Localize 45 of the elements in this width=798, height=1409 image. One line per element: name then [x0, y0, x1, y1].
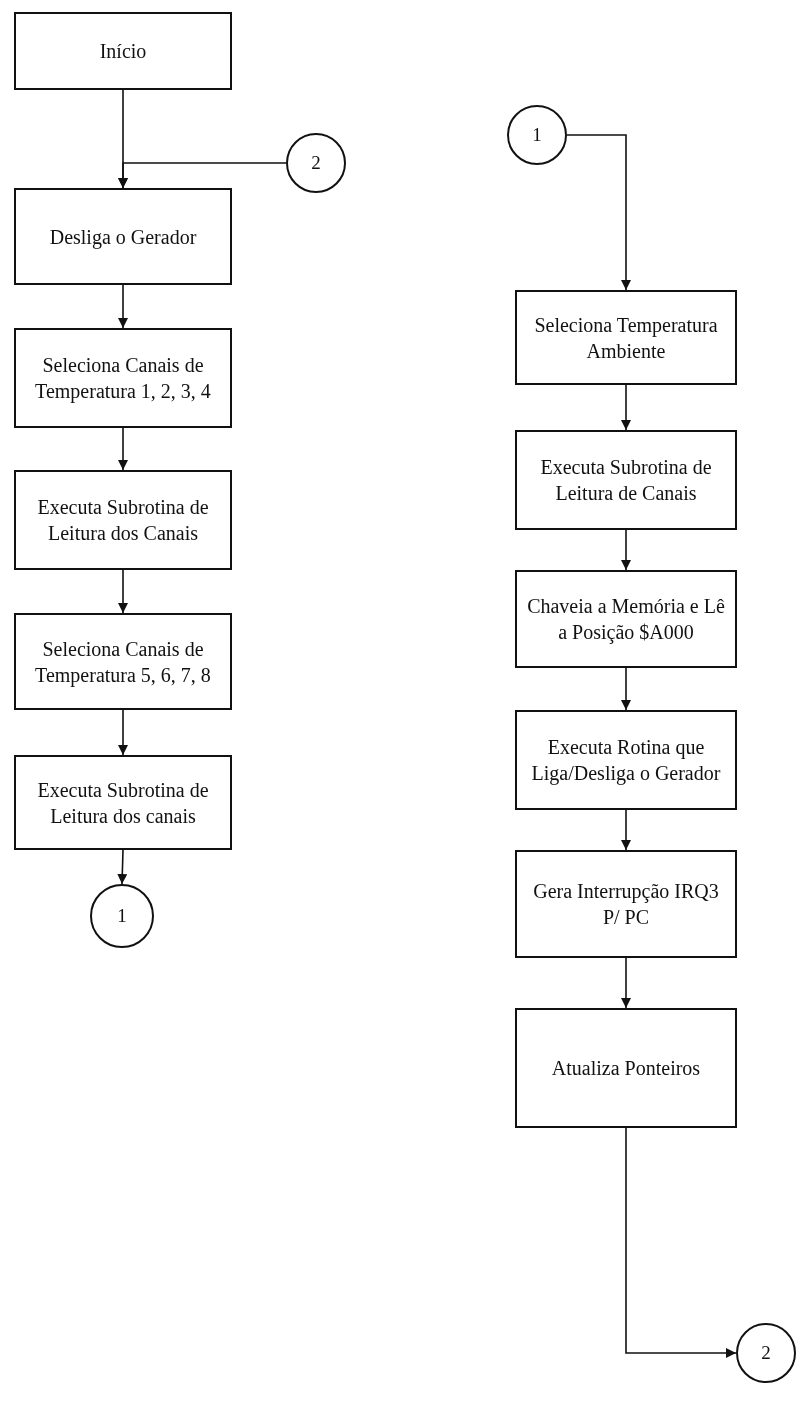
node-label: 2	[761, 1340, 771, 1365]
process-box	[515, 570, 737, 668]
node-label: Seleciona Temperatura Ambiente	[533, 312, 719, 364]
arrow	[621, 957, 631, 1009]
arrow	[118, 284, 128, 329]
process-box	[14, 755, 232, 850]
arrow	[621, 667, 631, 711]
arrow	[117, 849, 128, 885]
arrow	[621, 529, 631, 571]
process-box	[515, 430, 737, 530]
process-box	[14, 470, 232, 570]
process-box	[14, 12, 232, 90]
node-label: Executa Subrotina de Leitura de Canais	[539, 455, 713, 506]
node-label: 1	[532, 122, 542, 147]
arrow	[625, 1127, 737, 1358]
process-box	[14, 328, 232, 428]
arrow	[118, 569, 128, 614]
node-label: Executa Subrotina de Leitura dos Canais	[36, 495, 210, 546]
process-box	[14, 613, 232, 710]
arrow	[621, 809, 631, 851]
arrow	[118, 427, 128, 471]
process-box	[515, 850, 737, 958]
node-label: 2	[311, 150, 321, 175]
node-label: Gera Interrupção IRQ3 P/ PC	[532, 879, 720, 930]
node-label: 1	[117, 903, 127, 928]
connector-circle	[507, 105, 567, 165]
arrow	[566, 134, 631, 291]
arrow	[118, 162, 287, 189]
node-label: Executa Subrotina de Leitura dos canais	[36, 777, 210, 829]
node-label: Chaveia a Memória e Lê a Posição $A000	[526, 594, 726, 645]
node-label: Seleciona Canais de Temperatura 1, 2, 3, 4	[34, 353, 212, 404]
connector-circle	[736, 1323, 796, 1383]
node-label: Atualiza Ponteiros	[551, 1056, 701, 1081]
process-box	[515, 710, 737, 810]
node-label: Início	[99, 39, 147, 64]
node-label: Desliga o Gerador	[49, 224, 197, 250]
process-box	[14, 188, 232, 285]
process-box	[515, 290, 737, 385]
arrow	[118, 709, 128, 756]
node-label: Executa Rotina que Liga/Desliga o Gerador	[530, 735, 722, 786]
connector-circle	[286, 133, 346, 193]
process-box	[515, 1008, 737, 1128]
connector-circle	[90, 884, 154, 948]
arrow	[621, 384, 631, 431]
node-label: Seleciona Canais de Temperatura 5, 6, 7, 8	[34, 636, 212, 688]
